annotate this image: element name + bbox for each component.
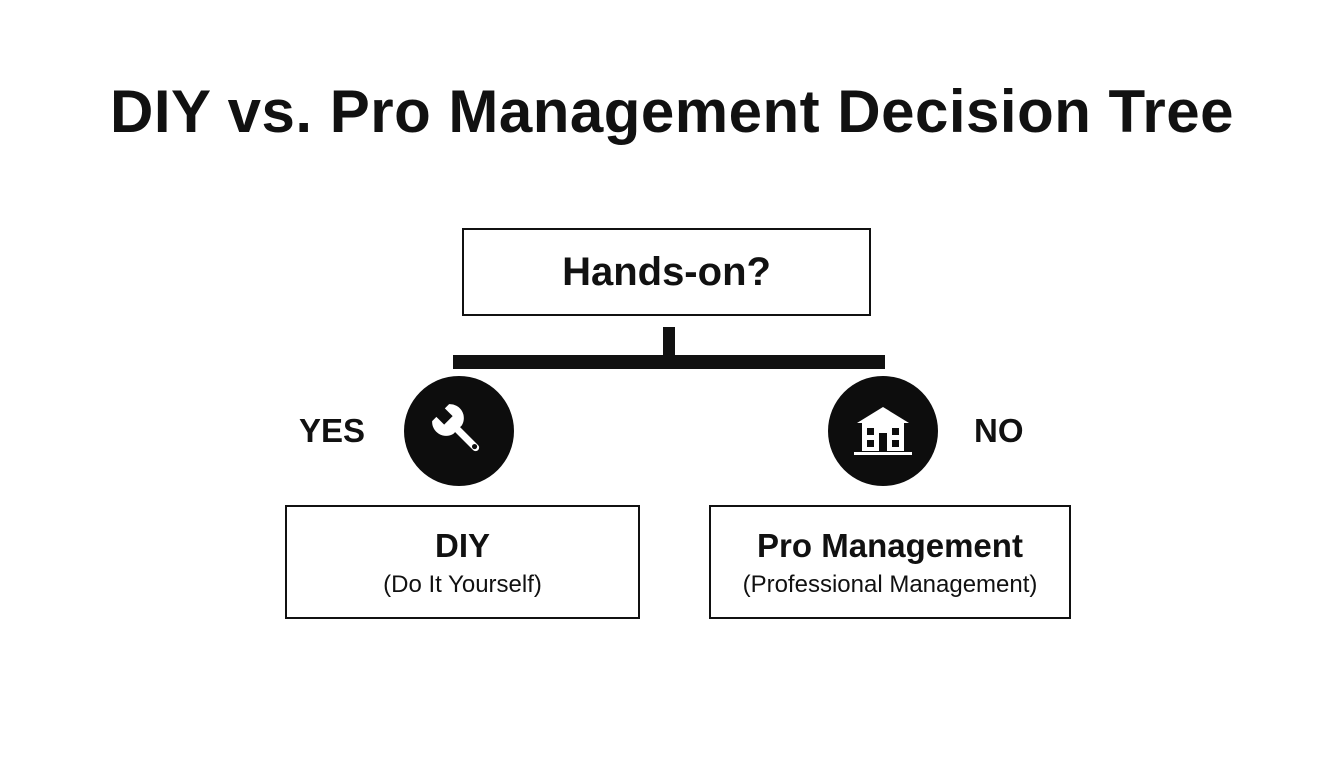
diagram-title: DIY vs. Pro Management Decision Tree	[110, 78, 1234, 145]
wrench-icon-glyph	[432, 404, 480, 452]
house-icon	[828, 376, 938, 486]
diy-outcome-subtitle: (Do It Yourself)	[383, 571, 542, 598]
diy-outcome-box: DIY (Do It Yourself)	[285, 505, 640, 619]
pro-outcome-title: Pro Management	[757, 527, 1023, 564]
question-node: Hands-on?	[462, 228, 871, 316]
question-text: Hands-on?	[562, 250, 771, 294]
diy-outcome-title: DIY	[434, 527, 490, 564]
connector-bar	[453, 355, 885, 369]
pro-outcome-subtitle: (Professional Management)	[742, 571, 1038, 598]
connector-stem	[663, 327, 675, 359]
wrench-icon	[404, 376, 514, 486]
pro-outcome-box: Pro Management (Professional Management)	[709, 505, 1071, 619]
yes-label: YES	[299, 412, 366, 449]
house-icon-glyph	[854, 407, 912, 455]
no-label: NO	[974, 412, 1024, 449]
